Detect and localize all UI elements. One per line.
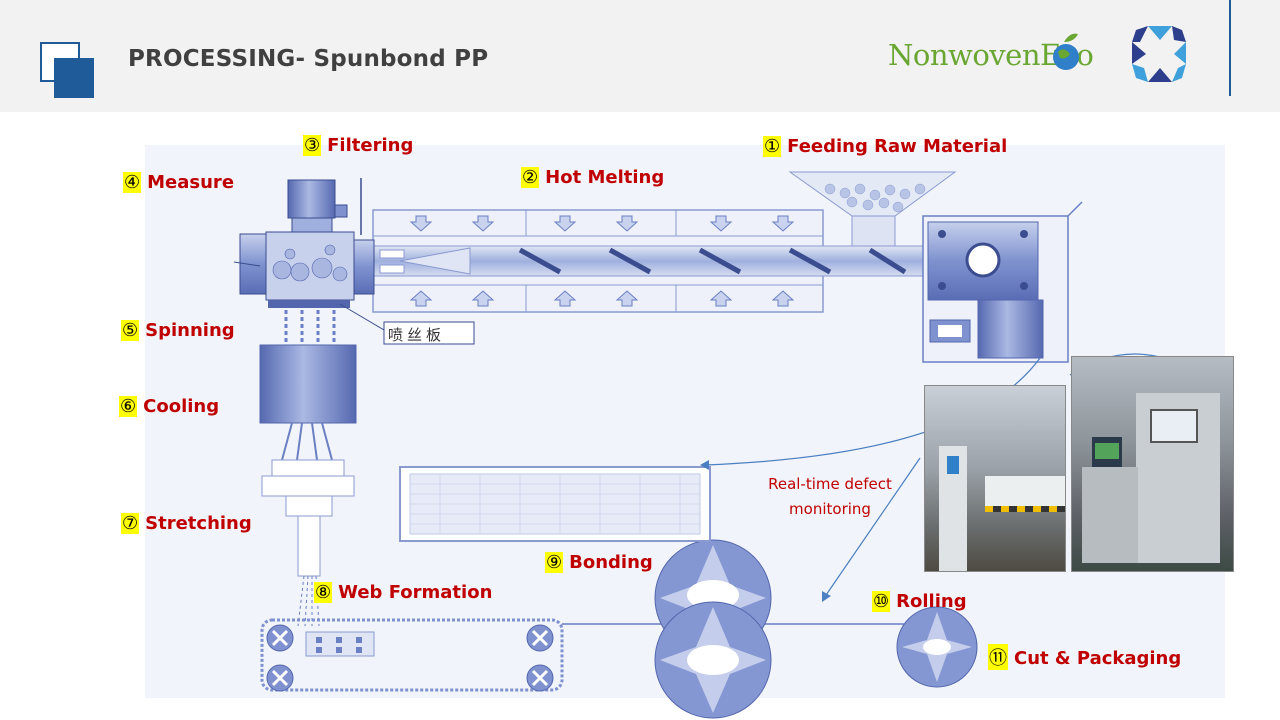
winding-roll: [896, 606, 978, 688]
filaments-mid: [281, 422, 333, 461]
defect-screen: [399, 466, 711, 542]
gearbox-motor: [922, 201, 1083, 363]
hopper: [788, 171, 957, 247]
globe-icon: [1053, 33, 1079, 70]
extruder-barrel: [372, 209, 924, 313]
company-logo-icon: [1132, 26, 1186, 82]
monitoring-line-2: monitoring: [789, 500, 871, 518]
factory-photo-1: [924, 385, 1066, 572]
bonding-rollers: [654, 539, 772, 719]
spin-head: [233, 178, 375, 308]
spinneret-label: 喷丝板: [388, 326, 446, 344]
factory-photo-2: [1071, 356, 1234, 572]
filaments-top: [284, 310, 336, 345]
page-title: PROCESSING- Spunbond PP: [128, 46, 489, 72]
cooling-chamber: [259, 344, 357, 424]
header-divider: [1229, 0, 1231, 96]
stretching-unit: [261, 459, 355, 577]
conveyor-belt: [260, 618, 904, 692]
spinneret-callout: [339, 303, 475, 345]
monitoring-caption: Real-time defect monitoring: [760, 472, 900, 522]
monitoring-line-1: Real-time defect: [768, 475, 892, 493]
